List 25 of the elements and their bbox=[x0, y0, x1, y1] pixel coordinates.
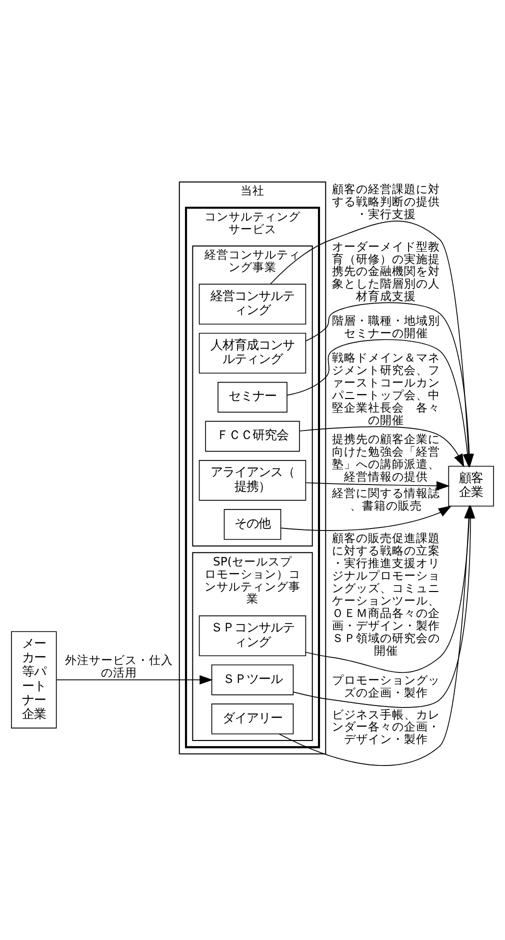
node-box: ＳＰツール bbox=[211, 664, 294, 695]
node-box: 顧客企業 bbox=[448, 465, 494, 506]
node-box: 経営コンサルティング bbox=[198, 283, 306, 324]
edge-label: 顧客の経営課題に対する戦略判断の提供・実行支援 bbox=[332, 181, 440, 220]
node-box: その他 bbox=[224, 508, 282, 540]
edge-label: ビジネス手帳、カレンダー各々の企画・デザイン・製作 bbox=[332, 706, 440, 746]
arrow bbox=[56, 674, 213, 684]
node-box: メーカー等パートナー企業 bbox=[11, 630, 57, 728]
node-box: 人材育成コンサルティング bbox=[198, 332, 306, 374]
edge-label: 外注サービス・仕入の活用 bbox=[65, 652, 174, 680]
edge-label: 戦略ドメイン＆マネジメント研究会、ファーストコールカンパニートップ会、中堅企業社長会 各々の開催 bbox=[332, 350, 440, 427]
node-box: ＦＣＣ研究会 bbox=[205, 420, 300, 452]
edge-label: 顧客の販売促進課題に対する戦略の立案・実行推進支援オリジナルプロモーショングッズ、コミュニケーションツール、ＯＥＭ商品各々の企画・デザイン・製作ＳＰ領域の研究会の開催 bbox=[332, 530, 440, 657]
edge-label: 階層・職種・地域別セミナーの開催 bbox=[332, 312, 440, 340]
edge-label: 経営に関する情報誌、書籍の販売 bbox=[332, 486, 440, 512]
node-box: ダイアリー bbox=[211, 703, 294, 734]
node-box: ＳＰコンサルティング bbox=[198, 614, 306, 656]
edge-label: プロモーショングッズの企画・製作 bbox=[332, 672, 440, 700]
node-box: セミナー bbox=[218, 381, 288, 412]
arrow bbox=[280, 505, 452, 530]
arrow bbox=[299, 426, 464, 467]
edge-label: オーダーメイド型教育（研修）の実施提携先の金融機関を対象とした階層別の人材育成支援 bbox=[332, 238, 440, 303]
edge-label: 提携先の顧客企業に向けた勉強会「経営塾」への講師派遣、経営情報の提供 bbox=[332, 432, 440, 484]
node-box: アライアンス（提携） bbox=[198, 460, 306, 500]
arrow bbox=[305, 480, 450, 490]
